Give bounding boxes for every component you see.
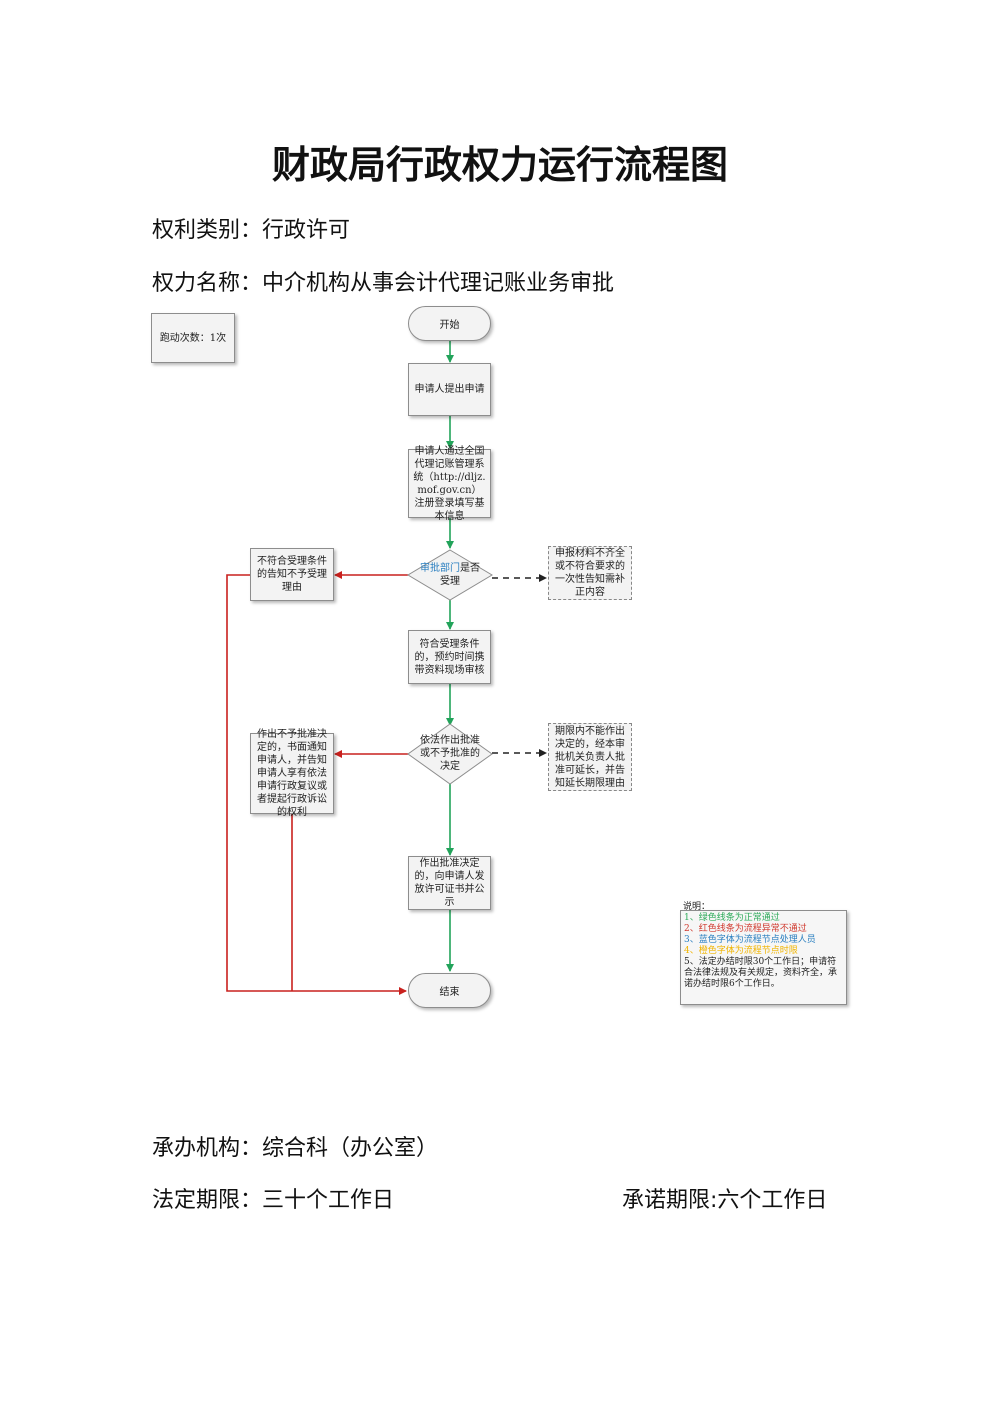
legend-item-orange: 4、橙色字体为流程节点时限: [684, 946, 798, 956]
reject-accept-box: 不符合受理条件的告知不予受理理由: [250, 548, 334, 601]
legend-item-red: 2、红色线条为流程异常不通过: [684, 924, 807, 934]
legend-title: 说明：: [683, 902, 711, 912]
arrow-reject-accept-to-end: [226, 574, 407, 995]
power-category: 权利类别：行政许可: [152, 218, 351, 243]
legal-deadline: 法定期限：三十个工作日: [152, 1188, 395, 1213]
decision-accept-label: 审批部门是否受理: [420, 563, 480, 587]
page-title: 财政局行政权力运行流程图: [271, 142, 728, 187]
legend-item-blue: 3、蓝色字体为流程节点处理人员: [684, 935, 816, 945]
power-name: 权力名称：中介机构从事会计代理记账业务审批: [152, 271, 615, 296]
extension-note-box: 期限内不能作出决定的，经本审批机关负责人批准可延长，并告知延长期限理由: [548, 723, 632, 791]
legend-item-green: 1、绿色线条为正常通过: [684, 913, 780, 923]
legend-box: 1、绿色线条为正常通过 2、红色线条为流程异常不通过 3、蓝色字体为流程节点处理…: [680, 910, 847, 1005]
decision-accept-diamond: [407, 549, 493, 601]
run-count-box: 跑动次数：1次: [151, 313, 235, 363]
step-apply: 申请人提出申请: [408, 363, 491, 416]
decision-approve-diamond: [407, 723, 493, 785]
supplement-note-box: 申报材料不齐全或不符合要求的一次性告知需补正内容: [548, 546, 632, 600]
organization: 承办机构：综合科（办公室）: [152, 1136, 439, 1161]
handler-text: 审批部门: [420, 563, 460, 574]
step-register: 申请人通过全国代理记账管理系统（http://dljz.mof.gov.cn）注…: [408, 446, 491, 522]
reject-approve-box: 作出不予批准决定的，书面通知申请人，并告知申请人享有依法申请行政复议或者提起行政…: [250, 729, 334, 818]
decision-approve-label: 依法作出批准或不予批准的决定: [420, 735, 480, 772]
promised-deadline: 承诺期限:六个工作日: [622, 1188, 828, 1213]
start-node: 开始: [408, 306, 491, 341]
legend-item-deadline: 5、法定办结时限30个工作日；申请符合法律法规及有关规定，资料齐全，承诺办结时限…: [684, 957, 838, 989]
end-node: 结束: [408, 973, 491, 1008]
step-issue-license: 作出批准决定的，向申请人发放许可证书并公示: [408, 856, 491, 910]
step-onsite-review: 符合受理条件的，预约时间携带资料现场审核: [408, 630, 491, 684]
